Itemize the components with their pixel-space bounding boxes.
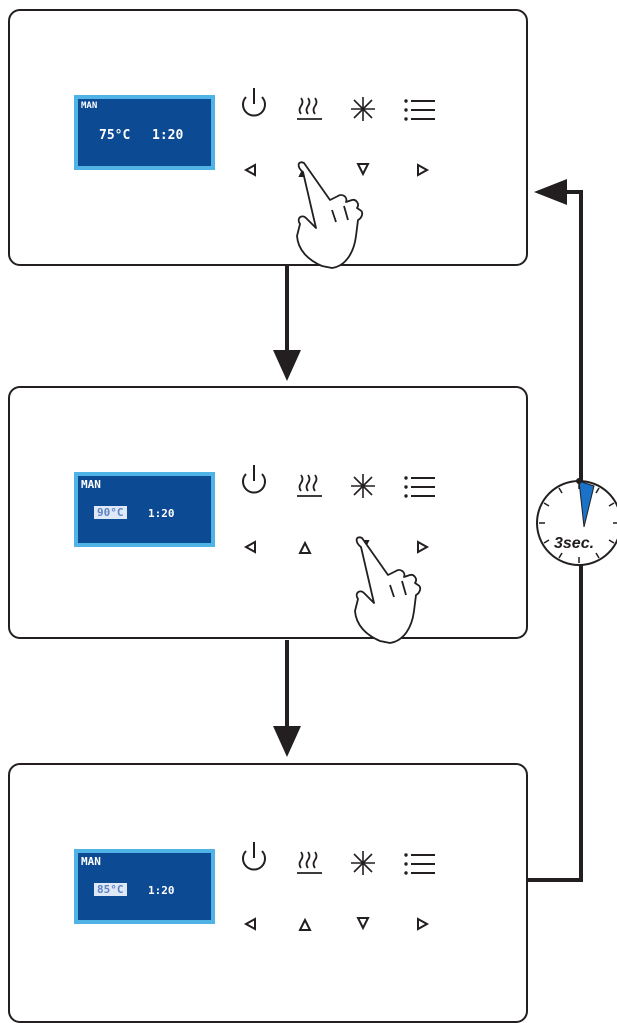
flow-arrow-down-2	[273, 640, 301, 757]
timer-hand	[578, 480, 595, 528]
button-group-panel-1	[242, 88, 435, 177]
stopwatch-icon	[536, 478, 617, 566]
power-icon[interactable]	[242, 465, 266, 494]
control-panel-3: MAN 85°C 1:20	[8, 763, 528, 1023]
power-icon[interactable]	[242, 88, 266, 117]
light-icon[interactable]	[351, 474, 375, 498]
time-value: 1:20	[148, 884, 175, 897]
down-arrow-icon[interactable]	[356, 917, 370, 931]
menu-icon[interactable]	[404, 476, 435, 498]
temperature-value: 90°C	[94, 506, 127, 519]
up-arrow-icon[interactable]	[298, 917, 312, 931]
right-arrow-icon[interactable]	[417, 163, 430, 177]
time-value: 1:20	[152, 128, 184, 143]
pointing-hand-icon	[296, 161, 364, 269]
display-screen: MAN 85°C 1:20	[74, 849, 215, 924]
pointing-hand-icon	[354, 536, 422, 644]
button-group-panel-3	[242, 842, 435, 931]
heat-icon[interactable]	[297, 474, 322, 497]
temperature-value: 75°C	[99, 128, 131, 143]
up-arrow-icon[interactable]	[298, 540, 312, 554]
right-arrow-icon[interactable]	[417, 917, 430, 931]
temperature-value: 85°C	[94, 883, 127, 896]
display-screen: MAN 75°C 1:20	[74, 95, 215, 170]
button-group-panel-2	[242, 465, 435, 554]
display-screen: MAN 90°C 1:20	[74, 472, 215, 547]
left-arrow-icon[interactable]	[243, 917, 256, 931]
right-arrow-icon[interactable]	[417, 540, 430, 554]
left-arrow-icon[interactable]	[243, 163, 256, 177]
mode-label: MAN	[81, 478, 101, 491]
left-arrow-icon[interactable]	[243, 540, 256, 554]
heat-icon[interactable]	[297, 97, 322, 120]
menu-icon[interactable]	[404, 853, 435, 875]
control-panel-2: MAN 90°C 1:20	[8, 386, 528, 639]
heat-icon[interactable]	[297, 851, 322, 874]
down-arrow-icon[interactable]	[356, 163, 370, 177]
time-value: 1:20	[148, 507, 175, 520]
timer-label: 3sec.	[554, 535, 595, 552]
light-icon[interactable]	[351, 851, 375, 875]
mode-label: MAN	[81, 855, 101, 868]
flow-arrow-down-1	[273, 266, 301, 381]
light-icon[interactable]	[351, 97, 375, 121]
mode-label: MAN	[81, 101, 98, 111]
menu-icon[interactable]	[404, 99, 435, 121]
control-panel-1: MAN 75°C 1:20	[8, 9, 528, 266]
power-icon[interactable]	[242, 842, 266, 871]
